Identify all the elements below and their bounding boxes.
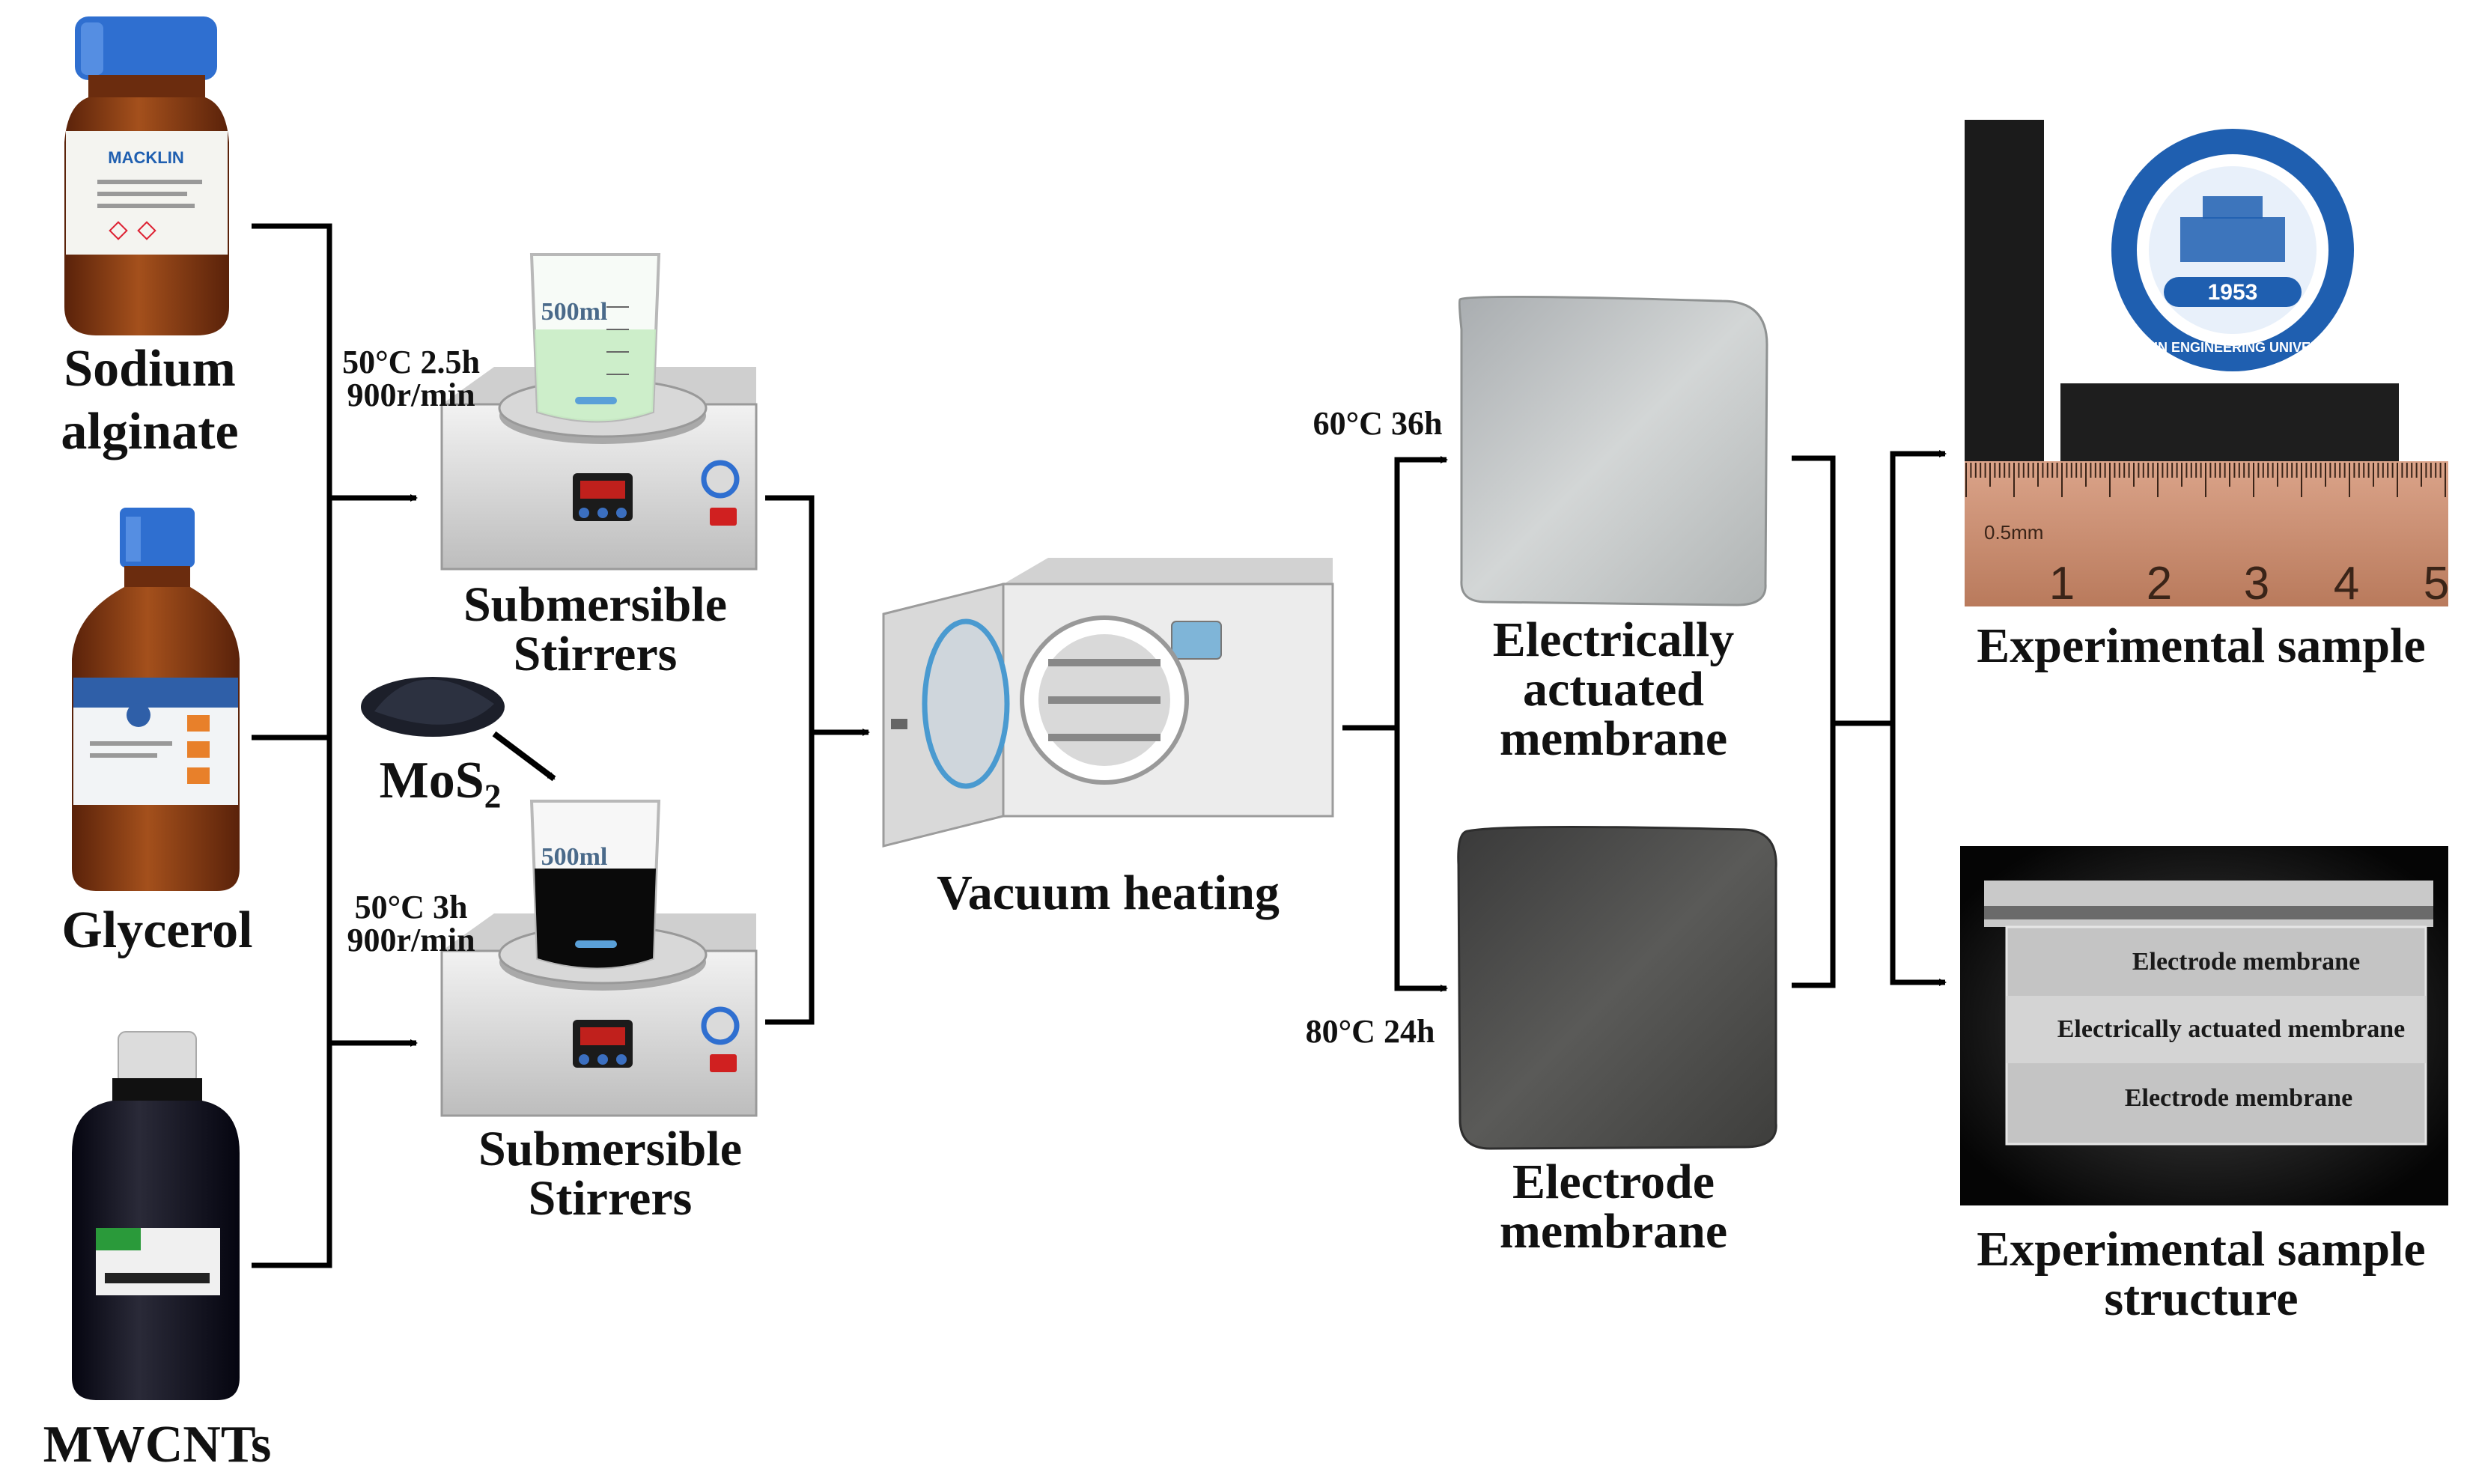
electrically-actuated-membrane-photo [1458, 295, 1768, 606]
beaker-top-volume: 500ml [541, 298, 608, 326]
experimental-sample-structure-label: Experimental sample structure [1977, 1222, 2426, 1326]
stirrer-bottom [440, 800, 758, 1117]
bottle-brand-text: MACKLIN [108, 148, 183, 167]
stirrer-top-condition: 50°C 2.5h 900r/min [342, 344, 480, 413]
sodium-alginate-bottle: MACKLIN [64, 16, 229, 335]
connectors [252, 223, 1947, 1268]
sem-layer-electrode-top: Electrode membrane [2132, 948, 2361, 976]
stirrer-bottom-condition: 50°C 3h 900r/min [347, 889, 475, 958]
beaker-bottom-volume: 500ml [541, 843, 608, 871]
experimental-sample-photo: 0.5mm 1 2 3 4 5 1953 HARBIN ENGINEERING … [1962, 120, 2449, 609]
ruler-number: 2 [2147, 558, 2172, 609]
ruler-number: 1 [2049, 558, 2075, 609]
ruler-number: 5 [2424, 558, 2449, 609]
experimental-sample-label: Experimental sample [1977, 618, 2426, 673]
sem-layer-electrode-bottom: Electrode membrane [2124, 1084, 2353, 1112]
mwcnts-bottle [72, 1031, 240, 1400]
mwcnts-label: MWCNTs [43, 1416, 272, 1474]
electrode-membrane-photo [1457, 825, 1777, 1150]
ruler-unit: 0.5mm [1984, 521, 2043, 544]
ruler-ticks [1965, 463, 2446, 497]
logo-year: 1953 [2208, 280, 2258, 305]
branch-bottom-condition: 80°C 24h [1305, 1013, 1435, 1050]
glycerol-label: Glycerol [61, 901, 253, 959]
electrode-membrane-label: Electrode membrane [1499, 1155, 1728, 1259]
electrically-actuated-membrane-label: Electrically actuated membrane [1492, 612, 1735, 766]
ruler-numbers: 1 2 3 4 5 [2049, 558, 2449, 609]
ruler-number: 4 [2334, 558, 2359, 609]
branch-top-condition: 60°C 36h [1312, 405, 1443, 442]
sem-structure-photo [1960, 846, 2448, 1205]
sem-layer-electrically-actuated: Electrically actuated membrane [2057, 1015, 2406, 1043]
logo-text: HARBIN ENGINEERING UNIVERSITY [2115, 340, 2350, 355]
vacuum-oven [882, 558, 1334, 848]
harbin-university-logo: 1953 HARBIN ENGINEERING UNIVERSITY [2111, 129, 2354, 371]
sodium-alginate-label: Sodium alginate [61, 340, 239, 460]
stirrer-top [440, 253, 758, 571]
mos2-label: MoS2 [379, 752, 502, 815]
vacuum-heating-label: Vacuum heating [937, 866, 1280, 920]
glycerol-bottle [72, 508, 240, 891]
stirrer-top-label: Submersible Stirrers [463, 577, 728, 681]
ruler-number: 3 [2244, 558, 2269, 609]
mos2-powder [361, 677, 556, 782]
stirrer-bottom-label: Submersible Stirrers [478, 1122, 743, 1226]
